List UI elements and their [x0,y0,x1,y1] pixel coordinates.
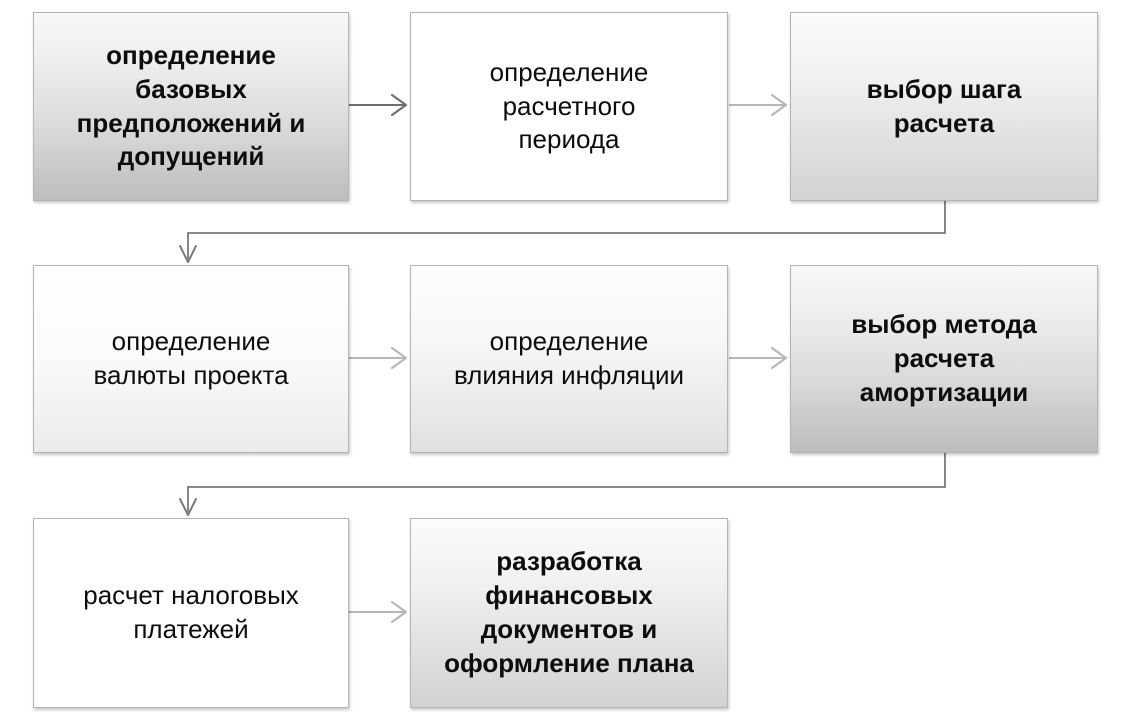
node-label: определение расчетного периода [489,56,649,155]
node-label: определение валюты проекта [93,326,289,390]
edge-n5-to-n6 [729,346,788,370]
node-label: выбор шага расчета [866,73,1022,138]
edge-n4-to-n5 [349,346,408,370]
node-label: расчет налоговых платежей [83,580,299,644]
edge-n6-to-n7 [179,452,946,516]
edge-n3-to-n4 [179,200,946,263]
node-depreciation-method[interactable]: выбор метода расчета амортизации [790,265,1098,453]
node-calculation-step[interactable]: выбор шага расчета [790,12,1098,201]
node-base-assumptions[interactable]: определение базовых предположений и допу… [33,12,349,201]
node-project-currency[interactable]: определение валюты проекта [33,265,349,453]
edge-n2-to-n3 [729,93,788,117]
edge-n1-to-n2 [349,93,408,117]
node-inflation-impact[interactable]: определение влияния инфляции [410,265,728,453]
node-calculation-period[interactable]: определение расчетного периода [410,12,728,201]
node-label: определение влияния инфляции [453,326,685,390]
node-tax-payments[interactable]: расчет налоговых платежей [33,518,349,708]
node-label: выбор метода расчета амортизации [851,309,1037,407]
edge-n7-to-n8 [349,600,408,624]
node-label: определение базовых предположений и допу… [76,39,306,172]
node-financial-documents[interactable]: разработка финансовых документов и оформ… [410,518,728,708]
node-label: разработка финансовых документов и оформ… [444,546,694,678]
